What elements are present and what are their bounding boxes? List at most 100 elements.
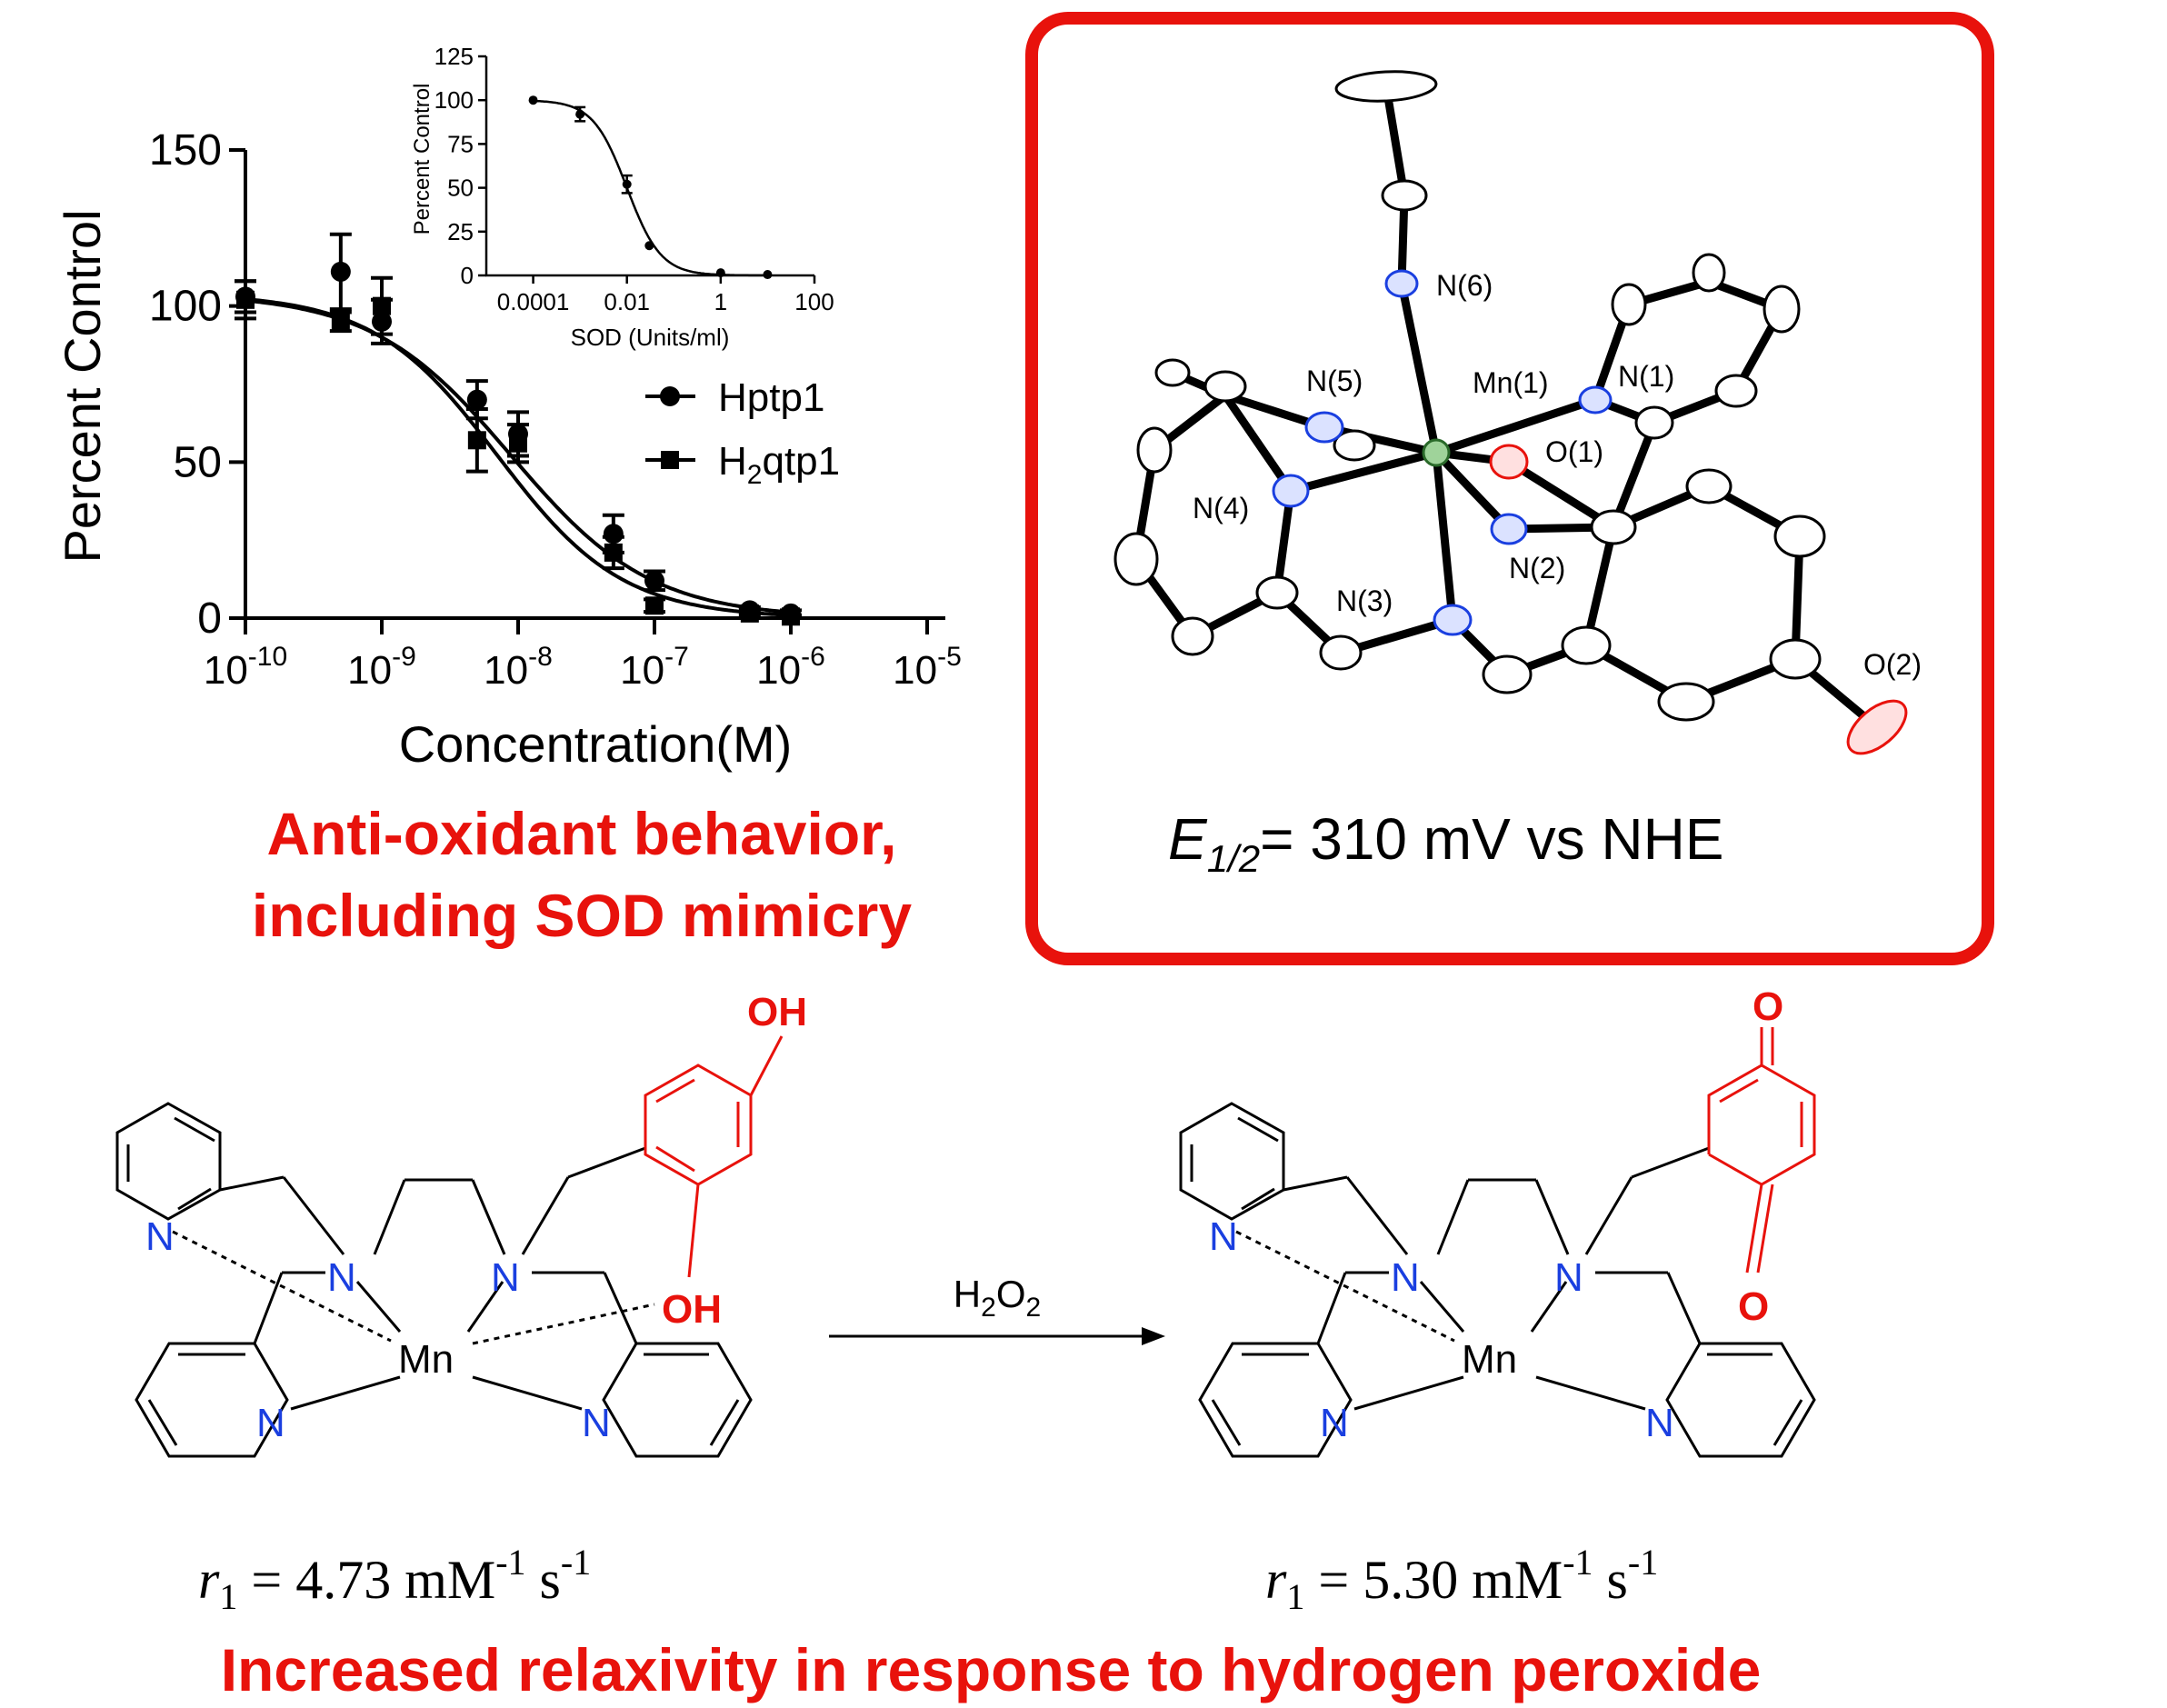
main-x-tick-label: 10-5 bbox=[893, 642, 962, 693]
inset-x-tick-label: 1 bbox=[714, 288, 727, 315]
crystal-frame bbox=[1025, 12, 1994, 965]
inset-data-point bbox=[621, 174, 633, 195]
antioxidant-caption-line2: including SOD mimicry bbox=[252, 882, 912, 949]
left-mn: Mn bbox=[398, 1337, 454, 1382]
reduction-potential: E1/2= 310 mV vs NHE bbox=[1168, 806, 1723, 880]
atom-label-n4: N(4) bbox=[1193, 492, 1249, 524]
data-point-h2qtp1 bbox=[738, 604, 761, 623]
molecule-left-hydroquinone-complex bbox=[115, 1035, 784, 1458]
inset-y-tick-label: 0 bbox=[461, 262, 474, 289]
inset-fit-line bbox=[533, 99, 768, 277]
left-pyridine-n-lower-right: N bbox=[582, 1401, 611, 1445]
atom-label-o2: O(2) bbox=[1863, 648, 1922, 681]
main-x-tick-label: 10-8 bbox=[484, 642, 553, 693]
inset-y-ticks: 0 25 50 75 100 125 bbox=[434, 43, 486, 289]
main-y-tick-label: 100 bbox=[149, 283, 222, 331]
right-pyridine-n-lower-left: N bbox=[1320, 1401, 1349, 1445]
inset-y-tick-label: 50 bbox=[447, 175, 474, 202]
right-pyridine-n-top: N bbox=[1209, 1214, 1238, 1259]
atom-label-mn1: Mn(1) bbox=[1473, 366, 1549, 399]
right-mn: Mn bbox=[1462, 1337, 1517, 1382]
legend-label-hptp1: Hptp1 bbox=[718, 375, 824, 420]
inset-x-ticks: 0.0001 0.01 1 100 bbox=[497, 275, 834, 315]
atom-label-n5: N(5) bbox=[1306, 365, 1363, 397]
data-point-h2qtp1 bbox=[780, 607, 802, 626]
atom-label-n3: N(3) bbox=[1336, 584, 1393, 617]
inset-data-point bbox=[528, 95, 538, 105]
right-amine-n2: N bbox=[1554, 1255, 1583, 1300]
atom-label-n6: N(6) bbox=[1436, 269, 1493, 302]
inset-y-tick-label: 125 bbox=[434, 43, 474, 70]
left-amine-n2: N bbox=[491, 1255, 520, 1300]
inset-data-point bbox=[763, 270, 773, 280]
main-x-tick-label: 10-6 bbox=[756, 642, 825, 693]
molecule-left-atom-labels: N N N N N Mn OH OH bbox=[145, 990, 807, 1445]
left-oh-top: OH bbox=[747, 990, 807, 1034]
right-carbonyl-o-top: O bbox=[1753, 984, 1783, 1029]
left-amine-n1: N bbox=[327, 1255, 356, 1300]
inset-data-point bbox=[574, 105, 586, 123]
antioxidant-caption-line1: Anti-oxidant behavior, bbox=[266, 800, 896, 867]
data-point-hptp1 bbox=[329, 232, 352, 312]
inset-x-tick-label: 100 bbox=[794, 288, 834, 315]
inset-x-axis-label: SOD (Units/ml) bbox=[571, 324, 730, 351]
right-carbonyl-o-bottom: O bbox=[1738, 1284, 1769, 1329]
atom-labels: N(6) N(5) Mn(1) N(1) O(1) N(4) N(2) N(3)… bbox=[1193, 269, 1922, 681]
left-pyridine-n-lower-left: N bbox=[256, 1401, 285, 1445]
main-y-ticks: 0 50 100 150 bbox=[149, 126, 245, 643]
legend-marker-h2qtp1 bbox=[661, 451, 679, 469]
data-point-h2qtp1 bbox=[644, 596, 665, 615]
inset-y-axis-label: Percent Control bbox=[410, 84, 434, 235]
left-relaxivity: r1 = 4.73 mM-1 s-1 bbox=[198, 1542, 591, 1617]
potential-value: = 310 mV vs NHE bbox=[1260, 806, 1723, 872]
right-pyridine-n-lower-right: N bbox=[1645, 1401, 1674, 1445]
crystal-structure-panel: N(6) N(5) Mn(1) N(1) O(1) N(4) N(2) N(3)… bbox=[1025, 12, 1994, 965]
inset-fit-curve bbox=[533, 99, 768, 277]
main-x-axis-label: Concentration(M) bbox=[399, 715, 793, 773]
inset-data-points bbox=[528, 95, 773, 280]
potential-symbol: E bbox=[1168, 806, 1208, 872]
inset-data-point bbox=[644, 241, 654, 251]
potential-subscript: 1/2 bbox=[1207, 837, 1260, 880]
data-point-hptp1 bbox=[644, 569, 665, 593]
main-y-tick-label: 150 bbox=[149, 126, 222, 175]
main-x-tick-label: 10-7 bbox=[620, 642, 689, 693]
atom-label-o1: O(1) bbox=[1545, 435, 1603, 468]
data-point-h2qtp1 bbox=[329, 310, 352, 334]
main-x-ticks: 10-10 10-9 10-8 10-7 10-6 10-5 bbox=[204, 618, 962, 693]
right-amine-n1: N bbox=[1391, 1255, 1420, 1300]
legend-label-h2qtp1: H2qtp1 bbox=[718, 439, 840, 490]
data-point-h2qtp1 bbox=[371, 275, 393, 336]
inset-y-tick-label: 75 bbox=[447, 130, 474, 157]
data-point-h2qtp1 bbox=[507, 423, 529, 464]
left-pyridine-n-top: N bbox=[145, 1214, 175, 1259]
main-x-tick-label: 10-9 bbox=[347, 642, 416, 693]
inset-chart: 0 25 50 75 100 125 0.0001 0.01 1 100 Percent Con… bbox=[410, 43, 834, 351]
legend-marker-hptp1 bbox=[660, 386, 680, 406]
data-point-h2qtp1 bbox=[602, 534, 624, 571]
inset-x-tick-label: 0.01 bbox=[604, 288, 650, 315]
main-y-tick-label: 0 bbox=[197, 594, 222, 643]
right-relaxivity: r1 = 5.30 mM-1 s-1 bbox=[1265, 1542, 1658, 1617]
inset-data-point bbox=[715, 268, 725, 278]
main-data-points bbox=[235, 232, 802, 626]
bottom-caption: Increased relaxivity in response to hydr… bbox=[221, 1636, 1762, 1703]
inset-x-tick-label: 0.0001 bbox=[497, 288, 570, 315]
left-oh-bottom: OH bbox=[662, 1287, 722, 1332]
atom-label-n2: N(2) bbox=[1509, 552, 1565, 584]
inset-y-tick-label: 25 bbox=[447, 218, 474, 245]
main-legend: Hptp1 H2qtp1 bbox=[645, 375, 840, 490]
main-x-tick-label: 10-10 bbox=[204, 642, 287, 693]
inset-y-tick-label: 100 bbox=[434, 86, 474, 114]
reaction-arrow: H2O2 bbox=[829, 1273, 1165, 1345]
data-point-h2qtp1 bbox=[465, 406, 488, 474]
molecule-right-quinone-complex bbox=[1179, 1027, 1816, 1458]
main-y-axis-label: Percent Control bbox=[54, 209, 111, 563]
data-point-h2qtp1 bbox=[235, 279, 256, 321]
atom-label-n1: N(1) bbox=[1618, 360, 1674, 393]
main-y-tick-label: 50 bbox=[174, 438, 222, 486]
reagent-label: H2O2 bbox=[954, 1273, 1041, 1323]
ortep-structure bbox=[1113, 70, 1908, 755]
